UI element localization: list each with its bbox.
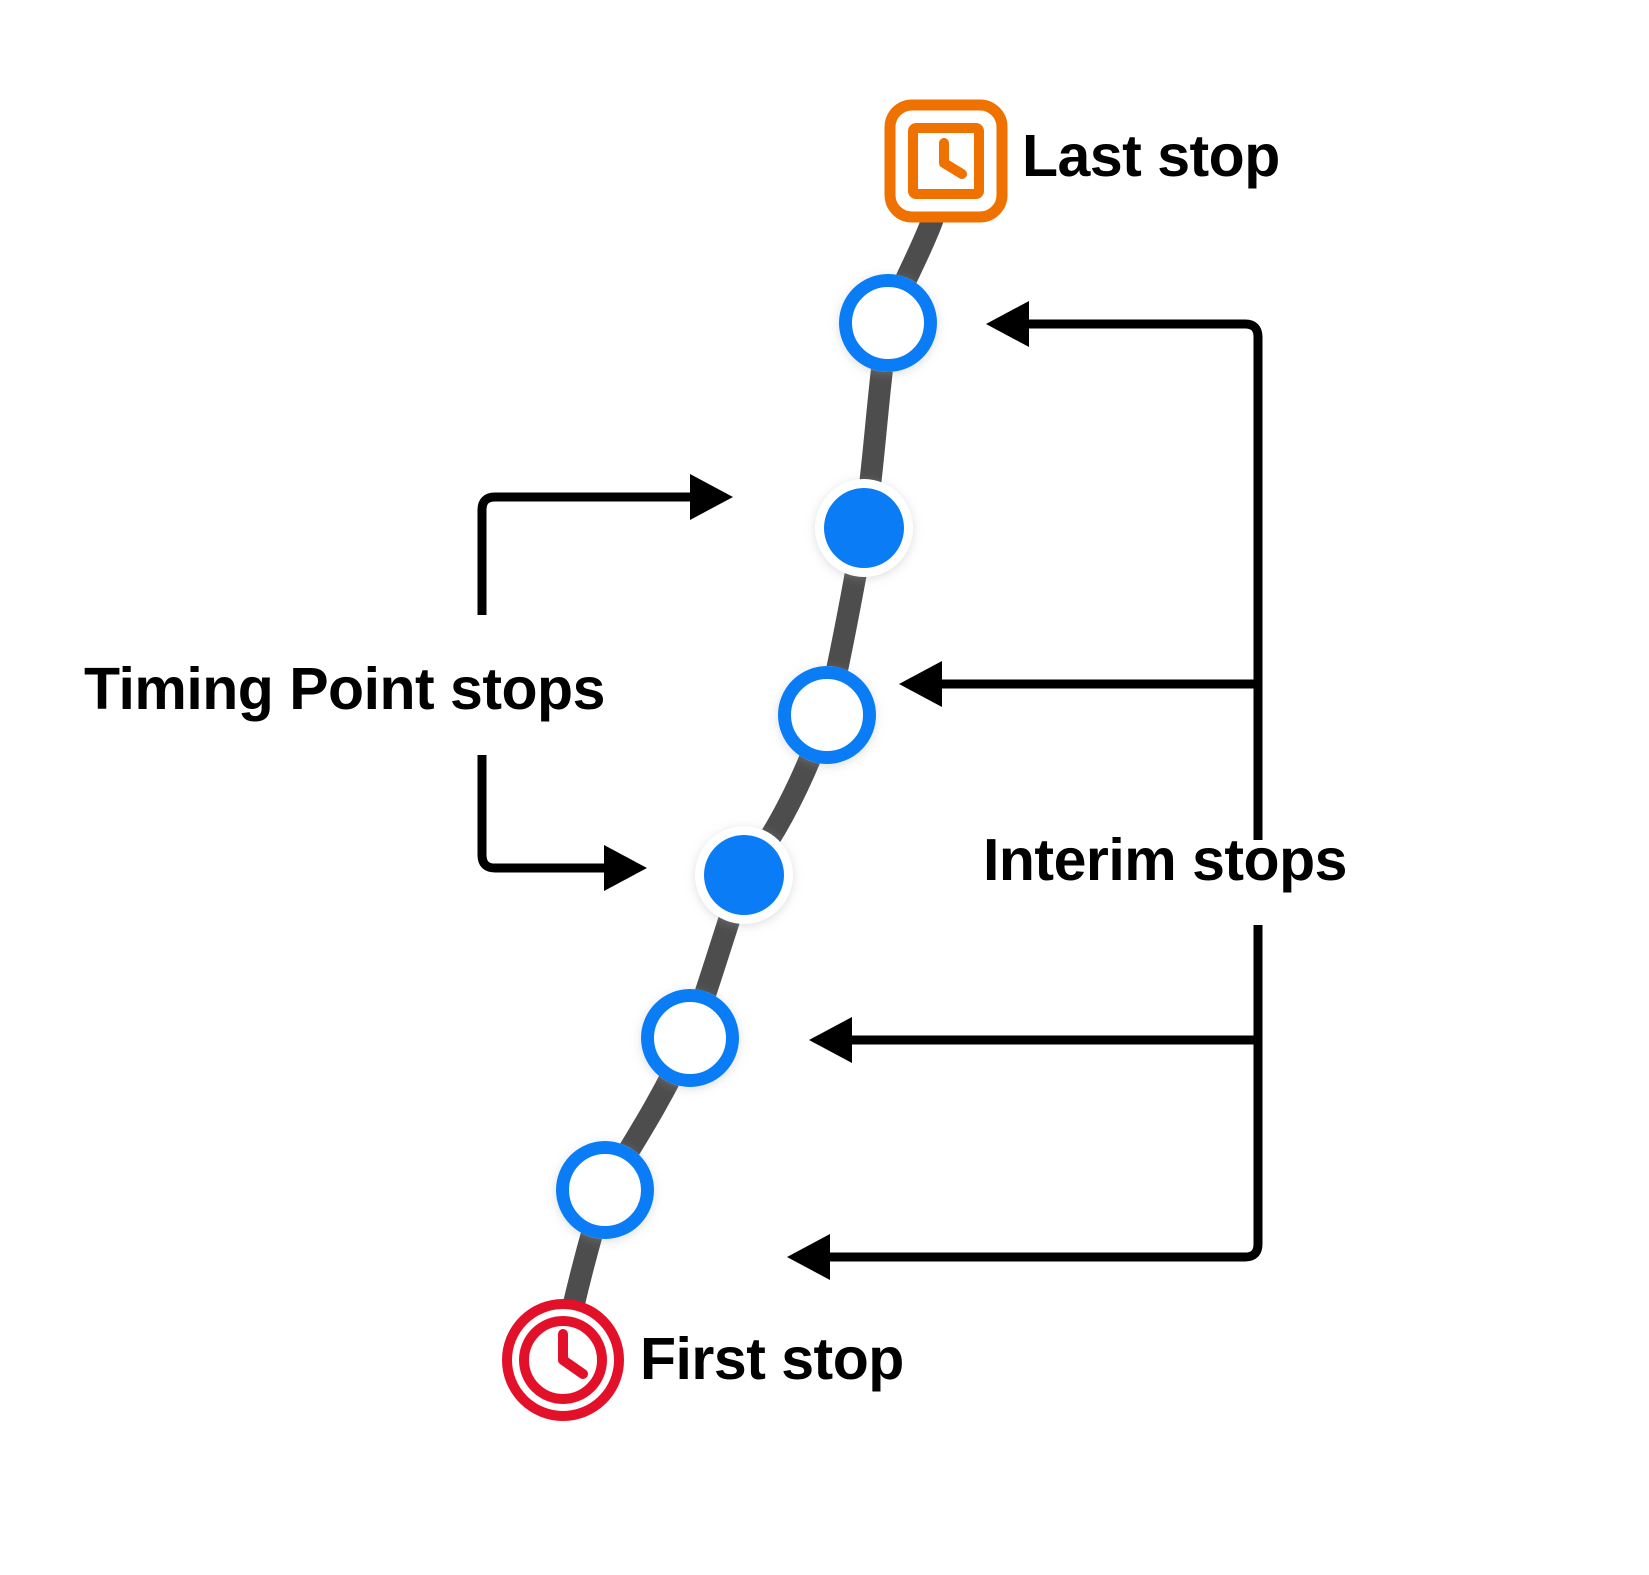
first-stop-icon (502, 1299, 624, 1421)
arrowhead-interim-4 (787, 1234, 830, 1280)
interim-stops-label: Interim stops (983, 827, 1347, 893)
last-stop-label: Last stop (1022, 123, 1280, 189)
arrowhead-interim-3 (809, 1017, 852, 1063)
last-stop-icon (884, 99, 1008, 223)
arrowhead-timing-point-2 (604, 845, 647, 891)
timing-point-bracket (477, 474, 733, 891)
interim-stop-1 (839, 274, 937, 372)
arrowhead-timing-point-1 (690, 474, 733, 520)
timing-point-stop-1 (815, 479, 913, 577)
interim-stop-4 (556, 1141, 654, 1239)
arrowhead-interim-1 (986, 301, 1029, 347)
first-stop-label: First stop (640, 1326, 904, 1392)
interim-bracket-upper (899, 301, 1263, 840)
interim-stop-2 (778, 666, 876, 764)
arrowhead-interim-2 (899, 661, 942, 707)
interim-stop-3 (641, 989, 739, 1087)
interim-bracket-lower (787, 925, 1263, 1280)
timing-point-stop-2 (695, 826, 793, 924)
timing-point-stops-label: Timing Point stops (84, 656, 605, 722)
